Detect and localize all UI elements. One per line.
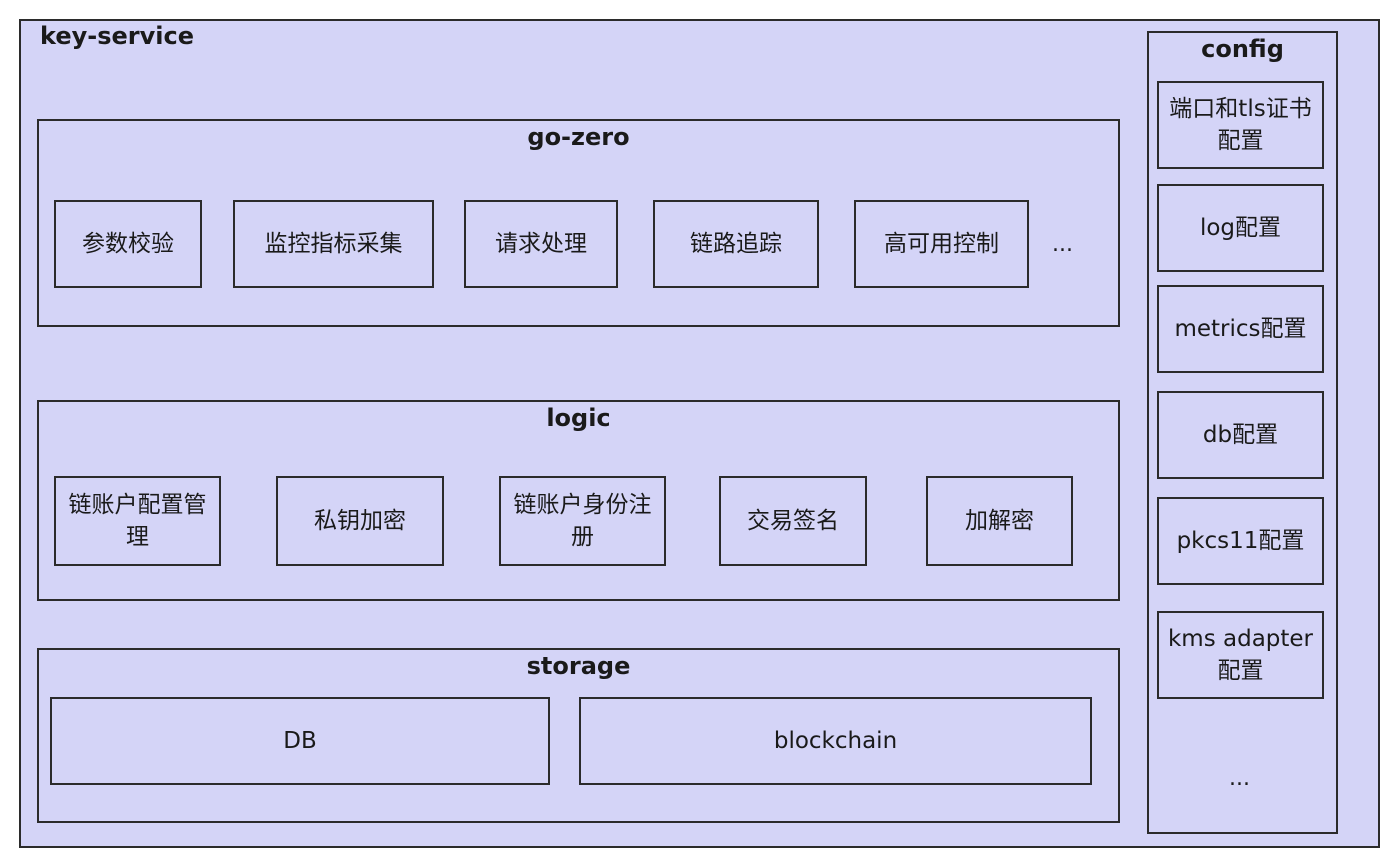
storage-title: storage bbox=[526, 652, 631, 680]
key-service-title: key-service bbox=[40, 22, 194, 50]
logic-item-encrypt-decrypt: 加解密 bbox=[926, 476, 1073, 566]
logic-title: logic bbox=[546, 404, 611, 432]
config-item-kms-adapter: kms adapter配置 bbox=[1157, 611, 1324, 699]
config-item-pkcs11: pkcs11配置 bbox=[1157, 497, 1324, 585]
logic-item-identity-registration: 链账户身份注册 bbox=[499, 476, 666, 566]
go-zero-title: go-zero bbox=[527, 123, 630, 151]
go-zero-more: ... bbox=[1052, 232, 1073, 257]
config-item-log: log配置 bbox=[1157, 184, 1324, 272]
logic-item-chain-account-config: 链账户配置管理 bbox=[54, 476, 221, 566]
logic-item-transaction-signing: 交易签名 bbox=[719, 476, 867, 566]
go-zero-item-param-validation: 参数校验 bbox=[54, 200, 202, 288]
config-item-db: db配置 bbox=[1157, 391, 1324, 479]
config-item-metrics: metrics配置 bbox=[1157, 285, 1324, 373]
config-item-port-tls: 端口和tls证书配置 bbox=[1157, 81, 1324, 169]
go-zero-item-tracing: 链路追踪 bbox=[653, 200, 819, 288]
config-title: config bbox=[1201, 35, 1284, 63]
logic-item-private-key-encryption: 私钥加密 bbox=[276, 476, 444, 566]
go-zero-item-metrics-collection: 监控指标采集 bbox=[233, 200, 434, 288]
go-zero-item-high-availability: 高可用控制 bbox=[854, 200, 1029, 288]
config-more: ... bbox=[1229, 766, 1250, 791]
storage-item-db: DB bbox=[50, 697, 550, 785]
go-zero-item-request-handling: 请求处理 bbox=[464, 200, 618, 288]
storage-item-blockchain: blockchain bbox=[579, 697, 1092, 785]
